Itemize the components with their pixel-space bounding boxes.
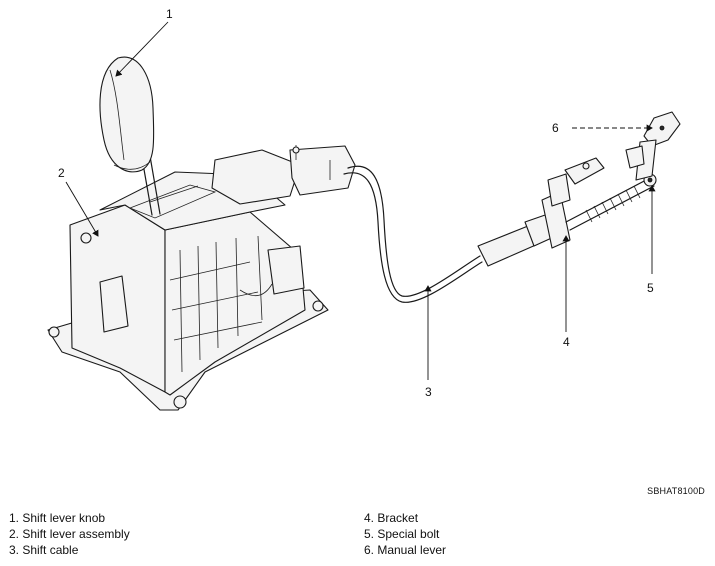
shift-mechanism-diagram	[47, 21, 681, 411]
shift-lever-assembly	[47, 145, 356, 411]
callout-3: 3	[425, 385, 432, 399]
legend-item: 6. Manual lever	[364, 543, 447, 557]
manual-lever	[625, 111, 681, 181]
callout-2: 2	[58, 166, 65, 180]
legend-item: 2. Shift lever assembly	[9, 527, 130, 541]
shift-lever-knob	[99, 56, 161, 216]
cable-end-spring	[565, 177, 655, 231]
callout-6: 6	[552, 121, 559, 135]
callout-1: 1	[166, 7, 173, 21]
legend-left: 1. Shift lever knob 2. Shift lever assem…	[9, 510, 130, 558]
figure-code: SBHAT8100D	[647, 486, 705, 496]
legend-item: 3. Shift cable	[9, 543, 79, 557]
legend-right: 4. Bracket 5. Special bolt 6. Manual lev…	[364, 510, 446, 558]
legend-item: 1. Shift lever knob	[9, 511, 106, 525]
legend-item: 4. Bracket	[364, 511, 419, 525]
callout-5: 5	[647, 281, 654, 295]
shift-cable	[343, 165, 557, 303]
legend-item: 5. Special bolt	[364, 527, 440, 541]
callout-4: 4	[563, 335, 570, 349]
leader-lines	[65, 21, 656, 380]
bracket	[541, 157, 605, 249]
